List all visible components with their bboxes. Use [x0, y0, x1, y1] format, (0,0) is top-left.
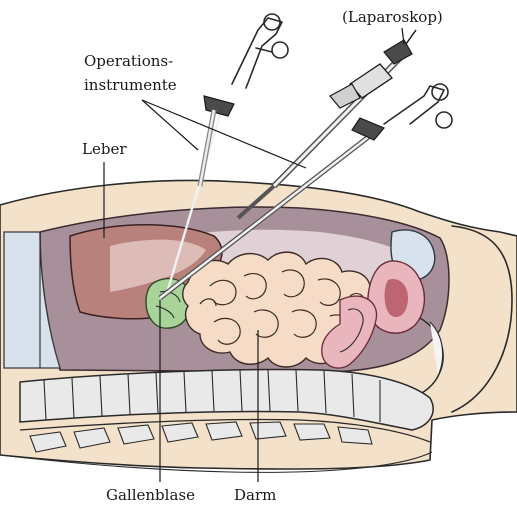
trocar-right	[352, 118, 384, 140]
label-instruments-line1: Operations-	[84, 52, 173, 70]
trocar-left	[204, 96, 234, 116]
label-liver: Leber	[82, 140, 127, 158]
label-intestine: Darm	[234, 486, 276, 504]
leader-instrument-left	[142, 100, 198, 150]
label-gallbladder: Gallenblase	[106, 486, 195, 504]
label-laparoscope: (Laparoskop)	[342, 8, 443, 26]
label-instruments-line2: instrumente	[84, 76, 177, 94]
laparoscope-eyepiece	[384, 40, 412, 64]
